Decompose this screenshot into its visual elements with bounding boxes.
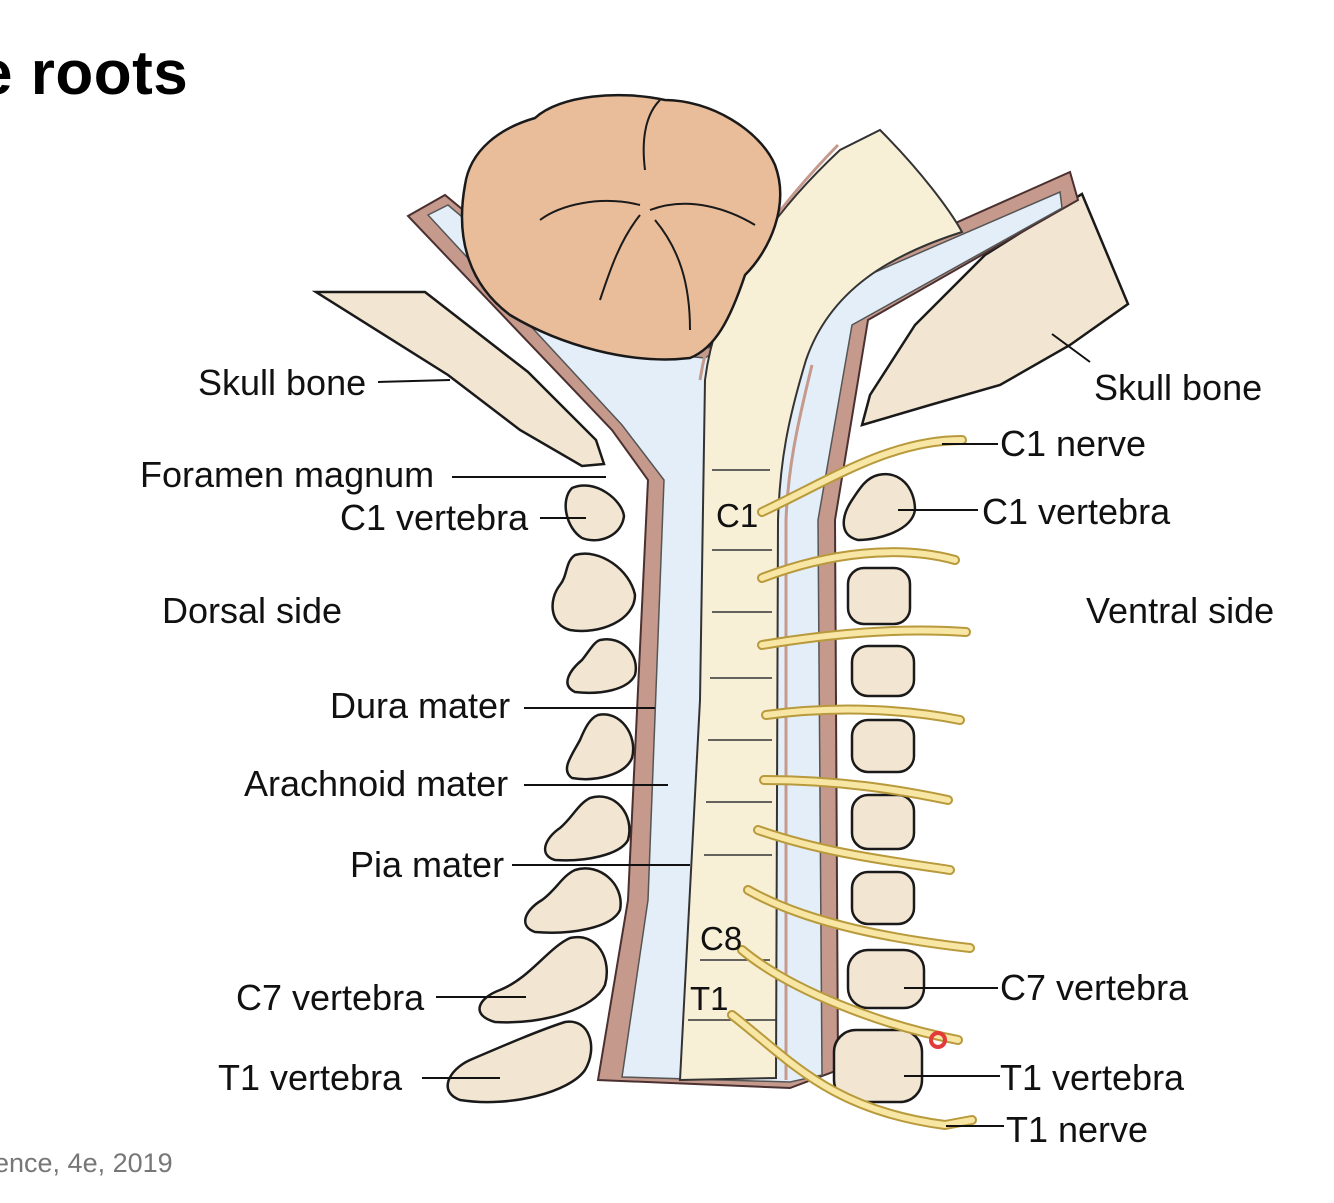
label-t1-vertebra-right: T1 vertebra <box>1000 1057 1185 1098</box>
cerebellum-folia <box>539 99 756 331</box>
c1-vertebra-right <box>842 472 917 542</box>
label-skull-bone-right: Skull bone <box>1094 367 1262 408</box>
nerve-root <box>759 549 958 581</box>
c7-vertebra-right <box>846 948 926 1010</box>
label-c7-vertebra-right: C7 vertebra <box>1000 967 1189 1008</box>
skull-bone-left <box>311 290 606 468</box>
label-c1-nerve: C1 nerve <box>1000 423 1146 464</box>
label-skull-bone-left: Skull bone <box>198 362 366 403</box>
vertebral-body <box>850 718 916 774</box>
label-c1-vertebra-left: C1 vertebra <box>340 497 529 538</box>
t1-nerve-root <box>729 1012 975 1129</box>
label-arachnoid-mater: Arachnoid mater <box>244 763 508 804</box>
label-pia-mater: Pia mater <box>350 844 504 885</box>
vertebra-left <box>565 713 635 781</box>
c1-nerve-root <box>759 437 965 515</box>
nerve-roots <box>727 435 977 1131</box>
vertebral-body <box>846 566 912 626</box>
ventral-vertebrae <box>832 472 926 1104</box>
label-dorsal-side: Dorsal side <box>162 590 342 631</box>
nerve-root <box>759 627 969 648</box>
leader-lines <box>377 333 1091 1127</box>
skull-bone-right <box>860 192 1130 427</box>
nerve-root <box>763 706 963 723</box>
c1-vertebra-left <box>564 484 626 542</box>
label-foramen-magnum: Foramen magnum <box>140 454 434 495</box>
nerve-root <box>745 887 973 951</box>
nerve-root <box>755 827 953 873</box>
segment-label-c1: C1 <box>716 497 758 534</box>
vertebral-body <box>850 644 916 698</box>
t1-vertebra-right <box>832 1028 924 1104</box>
label-t1-vertebra-left: T1 vertebra <box>218 1057 403 1098</box>
nerve-root <box>739 947 961 1043</box>
cerebellum <box>460 93 782 361</box>
vertebra-left <box>551 552 637 633</box>
vertebral-body <box>850 870 916 926</box>
c7-vertebra-left <box>478 935 608 1024</box>
vertebra-left <box>566 637 638 695</box>
segment-label-t1: T1 <box>690 980 729 1017</box>
source-citation: ence, 4e, 2019 <box>0 1148 173 1178</box>
label-c1-vertebra-right: C1 vertebra <box>982 491 1171 532</box>
vertebra-left <box>543 795 631 862</box>
t1-vertebra-left <box>446 1020 593 1104</box>
label-ventral-side: Ventral side <box>1086 590 1274 631</box>
nerve-root <box>761 777 951 803</box>
label-t1-nerve: T1 nerve <box>1006 1109 1148 1150</box>
laser-pointer-dot <box>929 1031 947 1049</box>
vertebra-left <box>524 867 622 934</box>
label-dura-mater: Dura mater <box>330 685 510 726</box>
label-c7-vertebra-left: C7 vertebra <box>236 977 425 1018</box>
slide-title: e roots <box>0 39 189 108</box>
segment-label-c8: C8 <box>700 920 742 957</box>
vertebral-body <box>850 793 916 851</box>
dorsal-vertebrae <box>446 484 638 1104</box>
